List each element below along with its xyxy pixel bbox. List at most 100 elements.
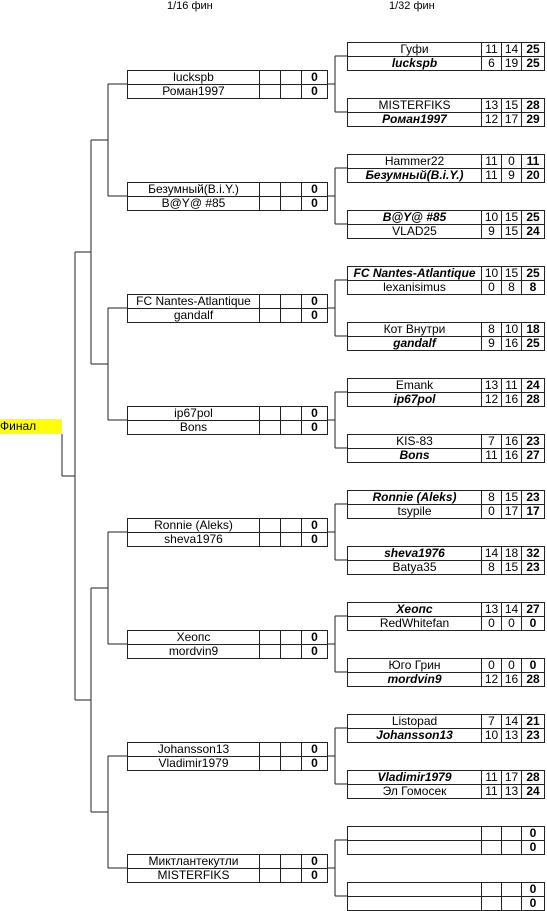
r32-player-name xyxy=(347,826,482,841)
r32-game1-score: 0 xyxy=(481,504,502,519)
r16-empty-cell xyxy=(280,308,302,323)
r32-game2-score: 9 xyxy=(501,168,522,183)
r16-player-name: B@Y@ #85 xyxy=(127,196,260,211)
r32-game1-score: 8 xyxy=(481,490,502,505)
r32-total-score: 25 xyxy=(521,42,545,57)
r16-empty-cell xyxy=(259,196,281,211)
r32-total-score: 28 xyxy=(521,392,545,407)
r32-game2-score: 15 xyxy=(501,490,522,505)
r32-game1-score: 8 xyxy=(481,560,502,575)
r16-player-name: Vladimir1979 xyxy=(127,756,260,771)
r32-total-score: 32 xyxy=(521,546,545,561)
r32-game1-score: 14 xyxy=(481,546,502,561)
r32-game2-score: 13 xyxy=(501,784,522,799)
r32-game1-score: 11 xyxy=(481,168,502,183)
r16-player-name: ip67pol xyxy=(127,406,260,421)
r32-player-name: Emank xyxy=(347,378,482,393)
r32-game2-score xyxy=(501,882,522,897)
r32-game2-score: 17 xyxy=(501,770,522,785)
r16-empty-cell xyxy=(280,868,302,883)
r32-total-score: 25 xyxy=(521,266,545,281)
r32-total-score: 0 xyxy=(521,840,545,855)
r32-game1-score: 11 xyxy=(481,448,502,463)
r32-total-score: 25 xyxy=(521,336,545,351)
r32-game1-score: 12 xyxy=(481,672,502,687)
r16-empty-cell xyxy=(259,742,281,757)
r32-total-score: 28 xyxy=(521,672,545,687)
r32-game2-score: 17 xyxy=(501,112,522,127)
r16-empty-cell xyxy=(259,756,281,771)
r16-empty-cell xyxy=(259,518,281,533)
r32-player-name: Безумный(B.i.Y.) xyxy=(347,168,482,183)
r32-player-name: Эл Гомосек xyxy=(347,784,482,799)
r32-player-name: Ronnie (Aleks) xyxy=(347,490,482,505)
r32-game2-score: 14 xyxy=(501,42,522,57)
r16-player-name: Johansson13 xyxy=(127,742,260,757)
r16-empty-cell xyxy=(259,308,281,323)
r16-empty-cell xyxy=(280,420,302,435)
r32-player-name: Vladimir1979 xyxy=(347,770,482,785)
r32-total-score: 28 xyxy=(521,770,545,785)
r16-empty-cell xyxy=(280,406,302,421)
final-label: Финал xyxy=(0,419,62,434)
r16-total-score: 0 xyxy=(301,644,328,659)
r32-game1-score xyxy=(481,882,502,897)
r16-empty-cell xyxy=(280,70,302,85)
r32-game2-score: 19 xyxy=(501,56,522,71)
r32-game2-score: 0 xyxy=(501,616,522,631)
r32-total-score: 8 xyxy=(521,280,545,295)
r16-total-score: 0 xyxy=(301,742,328,757)
r32-player-name: tsypile xyxy=(347,504,482,519)
r32-total-score: 17 xyxy=(521,504,545,519)
r32-game2-score: 15 xyxy=(501,210,522,225)
r16-empty-cell xyxy=(280,742,302,757)
r16-empty-cell xyxy=(259,854,281,869)
r16-total-score: 0 xyxy=(301,70,328,85)
r16-empty-cell xyxy=(280,196,302,211)
r32-player-name xyxy=(347,882,482,897)
r32-player-name: Johansson13 xyxy=(347,728,482,743)
r16-empty-cell xyxy=(280,84,302,99)
r16-player-name: Хеопс xyxy=(127,630,260,645)
round16-header: 1/16 фин xyxy=(167,0,213,12)
r16-player-name: MISTERFIKS xyxy=(127,868,260,883)
r32-total-score: 11 xyxy=(521,154,545,169)
r16-empty-cell xyxy=(280,294,302,309)
r16-player-name: Миктлантекутли xyxy=(127,854,260,869)
r16-total-score: 0 xyxy=(301,630,328,645)
r32-total-score: 23 xyxy=(521,490,545,505)
r32-player-name: Юго Грин xyxy=(347,658,482,673)
r32-total-score: 24 xyxy=(521,224,545,239)
r16-player-name: Безумный(B.i.Y.) xyxy=(127,182,260,197)
r16-player-name: Роман1997 xyxy=(127,84,260,99)
r16-total-score: 0 xyxy=(301,308,328,323)
r32-total-score: 0 xyxy=(521,826,545,841)
r32-total-score: 29 xyxy=(521,112,545,127)
r32-player-name: Batya35 xyxy=(347,560,482,575)
r32-game2-score: 15 xyxy=(501,266,522,281)
r32-player-name: gandalf xyxy=(347,336,482,351)
r16-empty-cell xyxy=(280,630,302,645)
r32-player-name: Hammer22 xyxy=(347,154,482,169)
r32-game2-score: 18 xyxy=(501,546,522,561)
r32-game1-score: 11 xyxy=(481,770,502,785)
r32-total-score: 27 xyxy=(521,448,545,463)
r32-game1-score xyxy=(481,896,502,911)
r32-total-score: 0 xyxy=(521,896,545,911)
r16-empty-cell xyxy=(280,854,302,869)
r16-total-score: 0 xyxy=(301,84,328,99)
r16-empty-cell xyxy=(259,182,281,197)
r32-game1-score: 11 xyxy=(481,154,502,169)
r32-total-score: 23 xyxy=(521,434,545,449)
r16-total-score: 0 xyxy=(301,868,328,883)
r32-game1-score: 0 xyxy=(481,616,502,631)
r32-player-name: ip67pol xyxy=(347,392,482,407)
r32-total-score: 25 xyxy=(521,210,545,225)
r32-player-name: RedWhitefan xyxy=(347,616,482,631)
r32-game2-score: 15 xyxy=(501,560,522,575)
r32-total-score: 24 xyxy=(521,784,545,799)
r16-player-name: FC Nantes-Atlantique xyxy=(127,294,260,309)
r32-game2-score: 14 xyxy=(501,602,522,617)
r32-game2-score: 0 xyxy=(501,154,522,169)
r32-player-name: B@Y@ #85 xyxy=(347,210,482,225)
